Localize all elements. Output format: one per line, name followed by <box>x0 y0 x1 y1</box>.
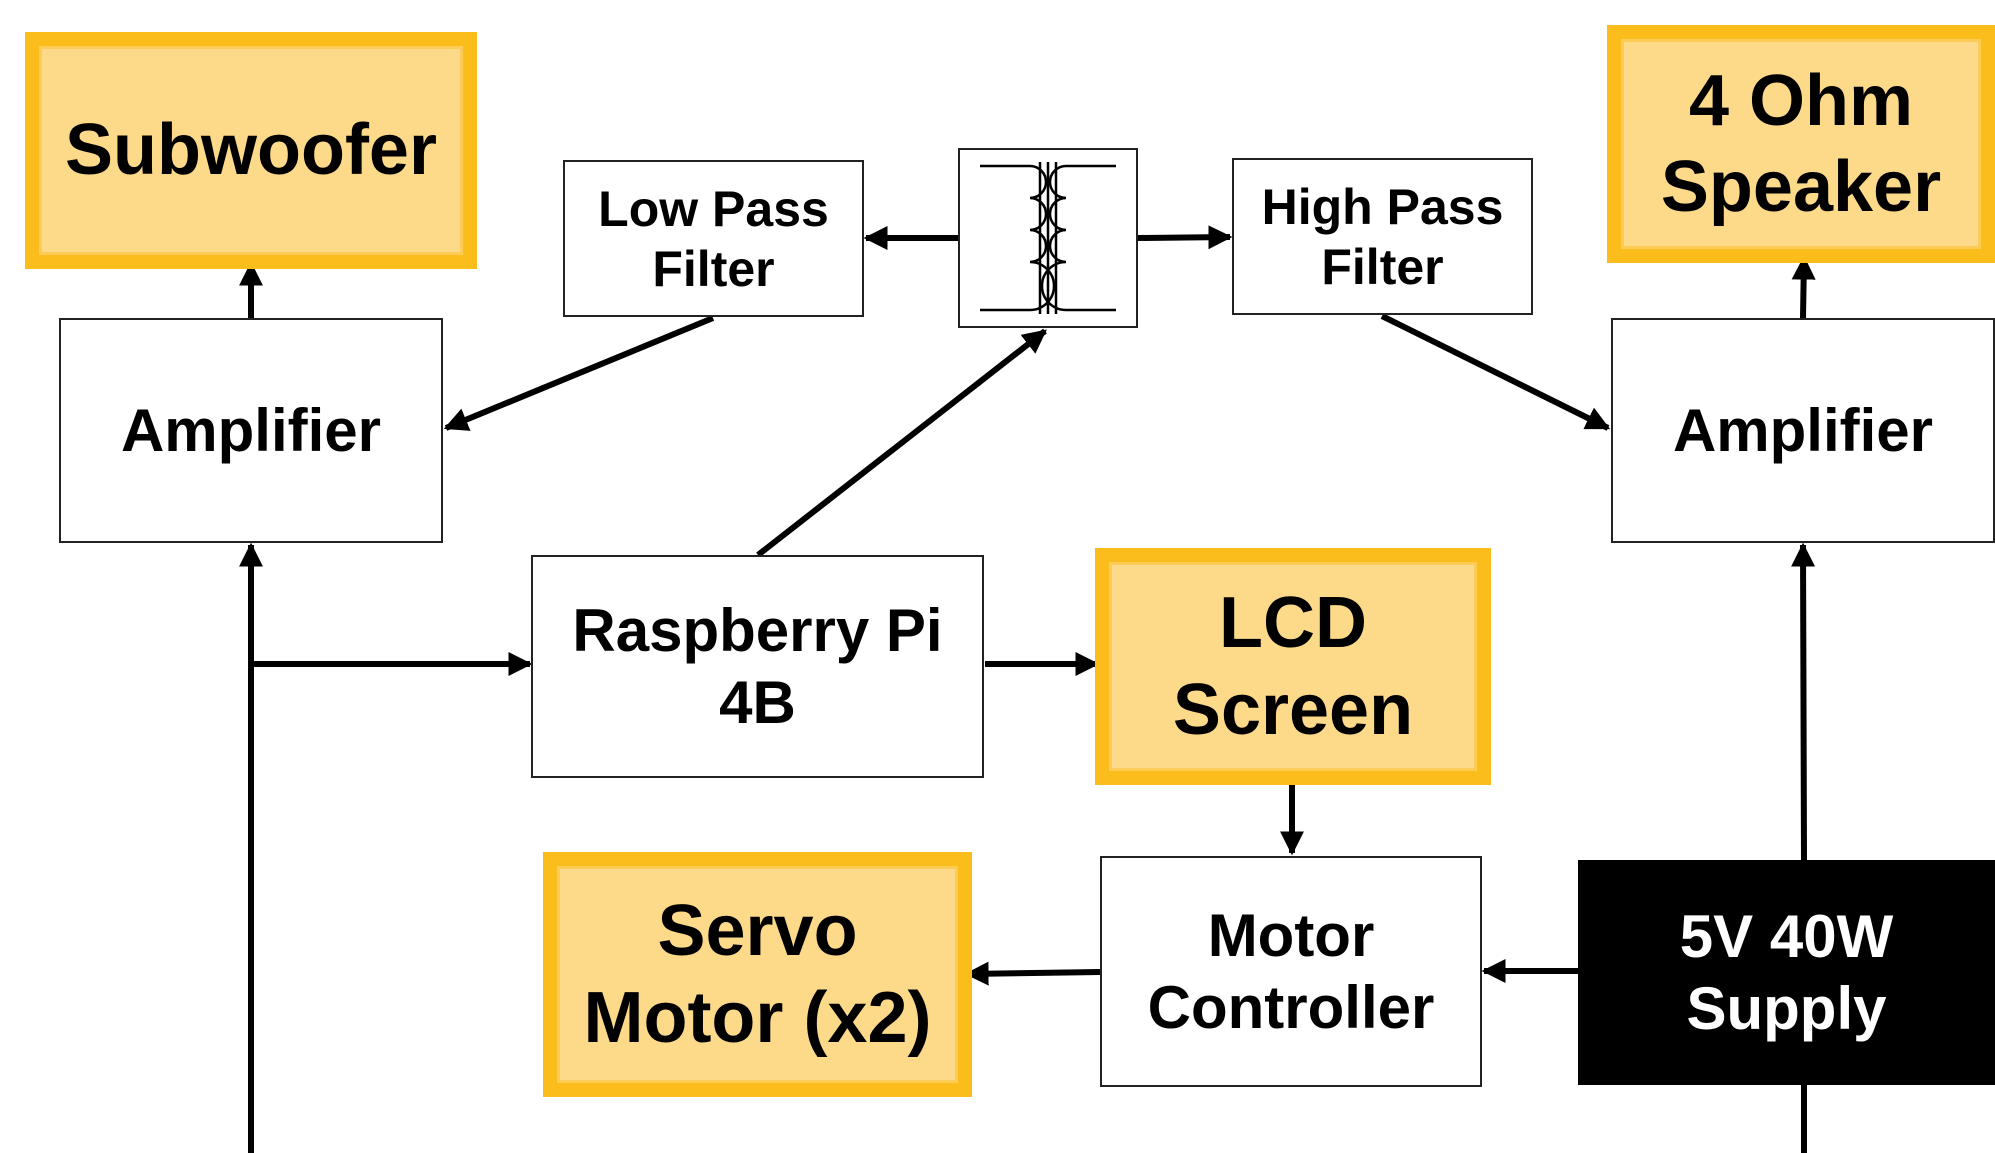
arrow-lowpass-to-amp <box>443 315 715 431</box>
speaker-line1: 4 Ohm <box>1688 60 1914 141</box>
arrow-pi-to-transformer <box>756 328 1047 558</box>
servo-line1: Servo <box>657 891 858 972</box>
low-pass-line2: Filter <box>652 240 775 297</box>
arrow-controller-to-servo <box>964 961 1101 986</box>
right-amplifier-label: Amplifier <box>1672 396 1934 464</box>
left-amplifier-label: Amplifier <box>120 396 382 464</box>
right-amplifier-block: Amplifier <box>1611 318 1995 543</box>
subwoofer-block: Subwoofer <box>25 32 477 269</box>
arrow-transformer-to-highpass <box>1137 225 1233 250</box>
lcd-line2: Screen <box>1172 669 1414 750</box>
speaker-line2: Speaker <box>1660 147 1942 227</box>
motor-controller-line2: Controller <box>1147 973 1435 1041</box>
motor-controller-line1: Motor <box>1207 901 1375 969</box>
high-pass-line2: Filter <box>1321 238 1444 295</box>
raspberry-pi-line1: Raspberry Pi <box>572 596 943 664</box>
transformer-icon <box>980 162 1116 314</box>
arrow-supply-to-right-amp <box>1791 542 1816 861</box>
raspberry-pi-line2: 4B <box>719 668 796 736</box>
transformer-block <box>958 148 1138 328</box>
arrow-highpass-to-amp <box>1380 313 1611 431</box>
supply-line2: Supply <box>1686 974 1887 1042</box>
high-pass-line1: High Pass <box>1261 178 1504 235</box>
low-pass-filter-block: Low Pass Filter <box>563 160 864 317</box>
lcd-line1: LCD <box>1219 583 1367 664</box>
subwoofer-label: Subwoofer <box>65 110 437 191</box>
arrow-amp-to-speaker <box>1791 255 1816 319</box>
low-pass-line1: Low Pass <box>598 180 829 237</box>
speaker-block: 4 Ohm Speaker <box>1607 25 1995 263</box>
raspberry-pi-block: Raspberry Pi 4B <box>531 555 984 778</box>
supply-line1: 5V 40W <box>1679 902 1894 970</box>
power-supply-block: 5V 40W Supply <box>1578 860 1995 1085</box>
servo-motor-block: Servo Motor (x2) <box>543 852 972 1097</box>
left-amplifier-block: Amplifier <box>59 318 443 543</box>
high-pass-filter-block: High Pass Filter <box>1232 158 1533 315</box>
servo-line2: Motor (x2) <box>583 977 932 1058</box>
motor-controller-block: Motor Controller <box>1100 856 1482 1087</box>
lcd-screen-block: LCD Screen <box>1095 548 1491 785</box>
